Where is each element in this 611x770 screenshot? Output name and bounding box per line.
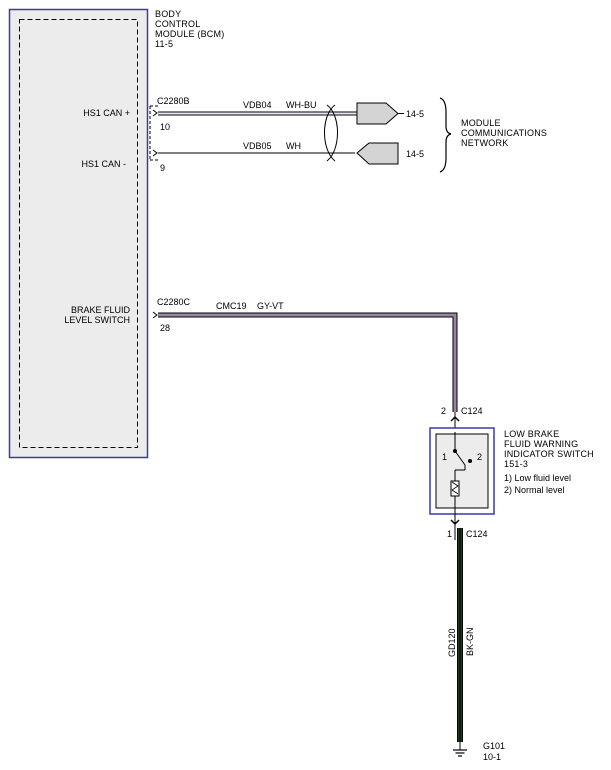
switch-inner [435, 433, 489, 509]
wire-can-plus [152, 109, 357, 117]
svg-text:MODULE: MODULE [461, 118, 501, 128]
network-brace-icon [439, 97, 452, 173]
svg-text:LOW BRAKE: LOW BRAKE [504, 429, 559, 439]
network-label: MODULE COMMUNICATIONS NETWORK [461, 118, 547, 148]
wire-color-gy-vt: GY-VT [257, 301, 284, 311]
wire-circuit-vdb05: VDB05 [243, 141, 272, 151]
pin-terminal-arrow [152, 109, 158, 117]
svg-text:FLUID WARNING: FLUID WARNING [504, 439, 578, 449]
pin-terminal-arrow [152, 149, 158, 157]
switch-position-2: 2 [477, 452, 482, 462]
wire-circuit-vdb04: VDB04 [243, 100, 272, 110]
pin-label-hs1-can-plus: HS1 CAN + [83, 108, 130, 118]
svg-text:1) Low fluid level: 1) Low fluid level [504, 473, 571, 483]
network-connector-in [356, 142, 399, 165]
svg-text:COMMUNICATIONS: COMMUNICATIONS [461, 128, 547, 138]
svg-text:11-5: 11-5 [155, 39, 173, 49]
connector-label-c2280b: C2280B [157, 96, 190, 106]
ground-icon [453, 742, 467, 757]
twisted-pair-icon [324, 104, 338, 162]
can-connector-bracket [149, 105, 160, 161]
pin-number-10: 10 [160, 122, 170, 132]
ground-name: G101 [483, 741, 505, 751]
switch-top-connector: C124 [461, 406, 483, 416]
switch-legend: 1) Low fluid level 2) Normal level [504, 473, 571, 495]
svg-text:INDICATOR SWITCH: INDICATOR SWITCH [504, 449, 594, 459]
pin-label-brake-fluid-1: BRAKE FLUID [71, 305, 131, 315]
pin-number-9: 9 [160, 163, 165, 173]
network-ref-2: 14-5 [406, 149, 424, 159]
pin-label-brake-fluid-2: LEVEL SWITCH [64, 315, 130, 325]
pin-number-28: 28 [160, 323, 170, 333]
switch-blade [454, 450, 466, 466]
ground-ref: 10-1 [483, 752, 501, 762]
network-ref-1: 14-5 [406, 109, 424, 119]
bcm-title: BODY CONTROL MODULE (BCM) 11-5 [155, 9, 224, 49]
wire-can-minus [152, 149, 355, 157]
wire-circuit-cmc19: CMC19 [216, 301, 247, 311]
switch-title: LOW BRAKE FLUID WARNING INDICATOR SWITCH… [504, 429, 594, 469]
low-brake-fluid-switch [429, 427, 495, 520]
svg-text:151-3: 151-3 [504, 459, 528, 469]
pin-terminal-arrow [152, 311, 158, 319]
bcm-module [8, 8, 149, 459]
wire-gy-vt [152, 311, 458, 412]
pin-label-hs1-can-minus: HS1 CAN - [81, 159, 126, 169]
svg-text:2) Normal level: 2) Normal level [504, 485, 565, 495]
svg-text:BODY: BODY [155, 9, 181, 19]
switch-contact-2 [468, 459, 472, 463]
switch-bottom-connector: C124 [466, 529, 488, 539]
wire-color-wh: WH [286, 141, 301, 151]
switch-position-1: 1 [442, 452, 447, 462]
bcm-module-box [8, 8, 149, 459]
wire-color-bk-gn: BK-GN [465, 627, 475, 656]
connector-label-c2280c: C2280C [157, 297, 191, 307]
switch-top-pin: 2 [441, 406, 446, 416]
wire-circuit-gd120: GD120 [447, 628, 457, 657]
connector-c124-bottom [450, 519, 460, 540]
bcm-module-inner-boundary [19, 19, 138, 448]
network-connector-out [356, 102, 404, 125]
switch-bottom-pin: 1 [447, 529, 452, 539]
svg-text:NETWORK: NETWORK [461, 138, 508, 148]
svg-text:MODULE (BCM): MODULE (BCM) [155, 29, 224, 39]
svg-text:CONTROL: CONTROL [155, 19, 200, 29]
wire-color-wh-bu: WH-BU [286, 100, 317, 110]
